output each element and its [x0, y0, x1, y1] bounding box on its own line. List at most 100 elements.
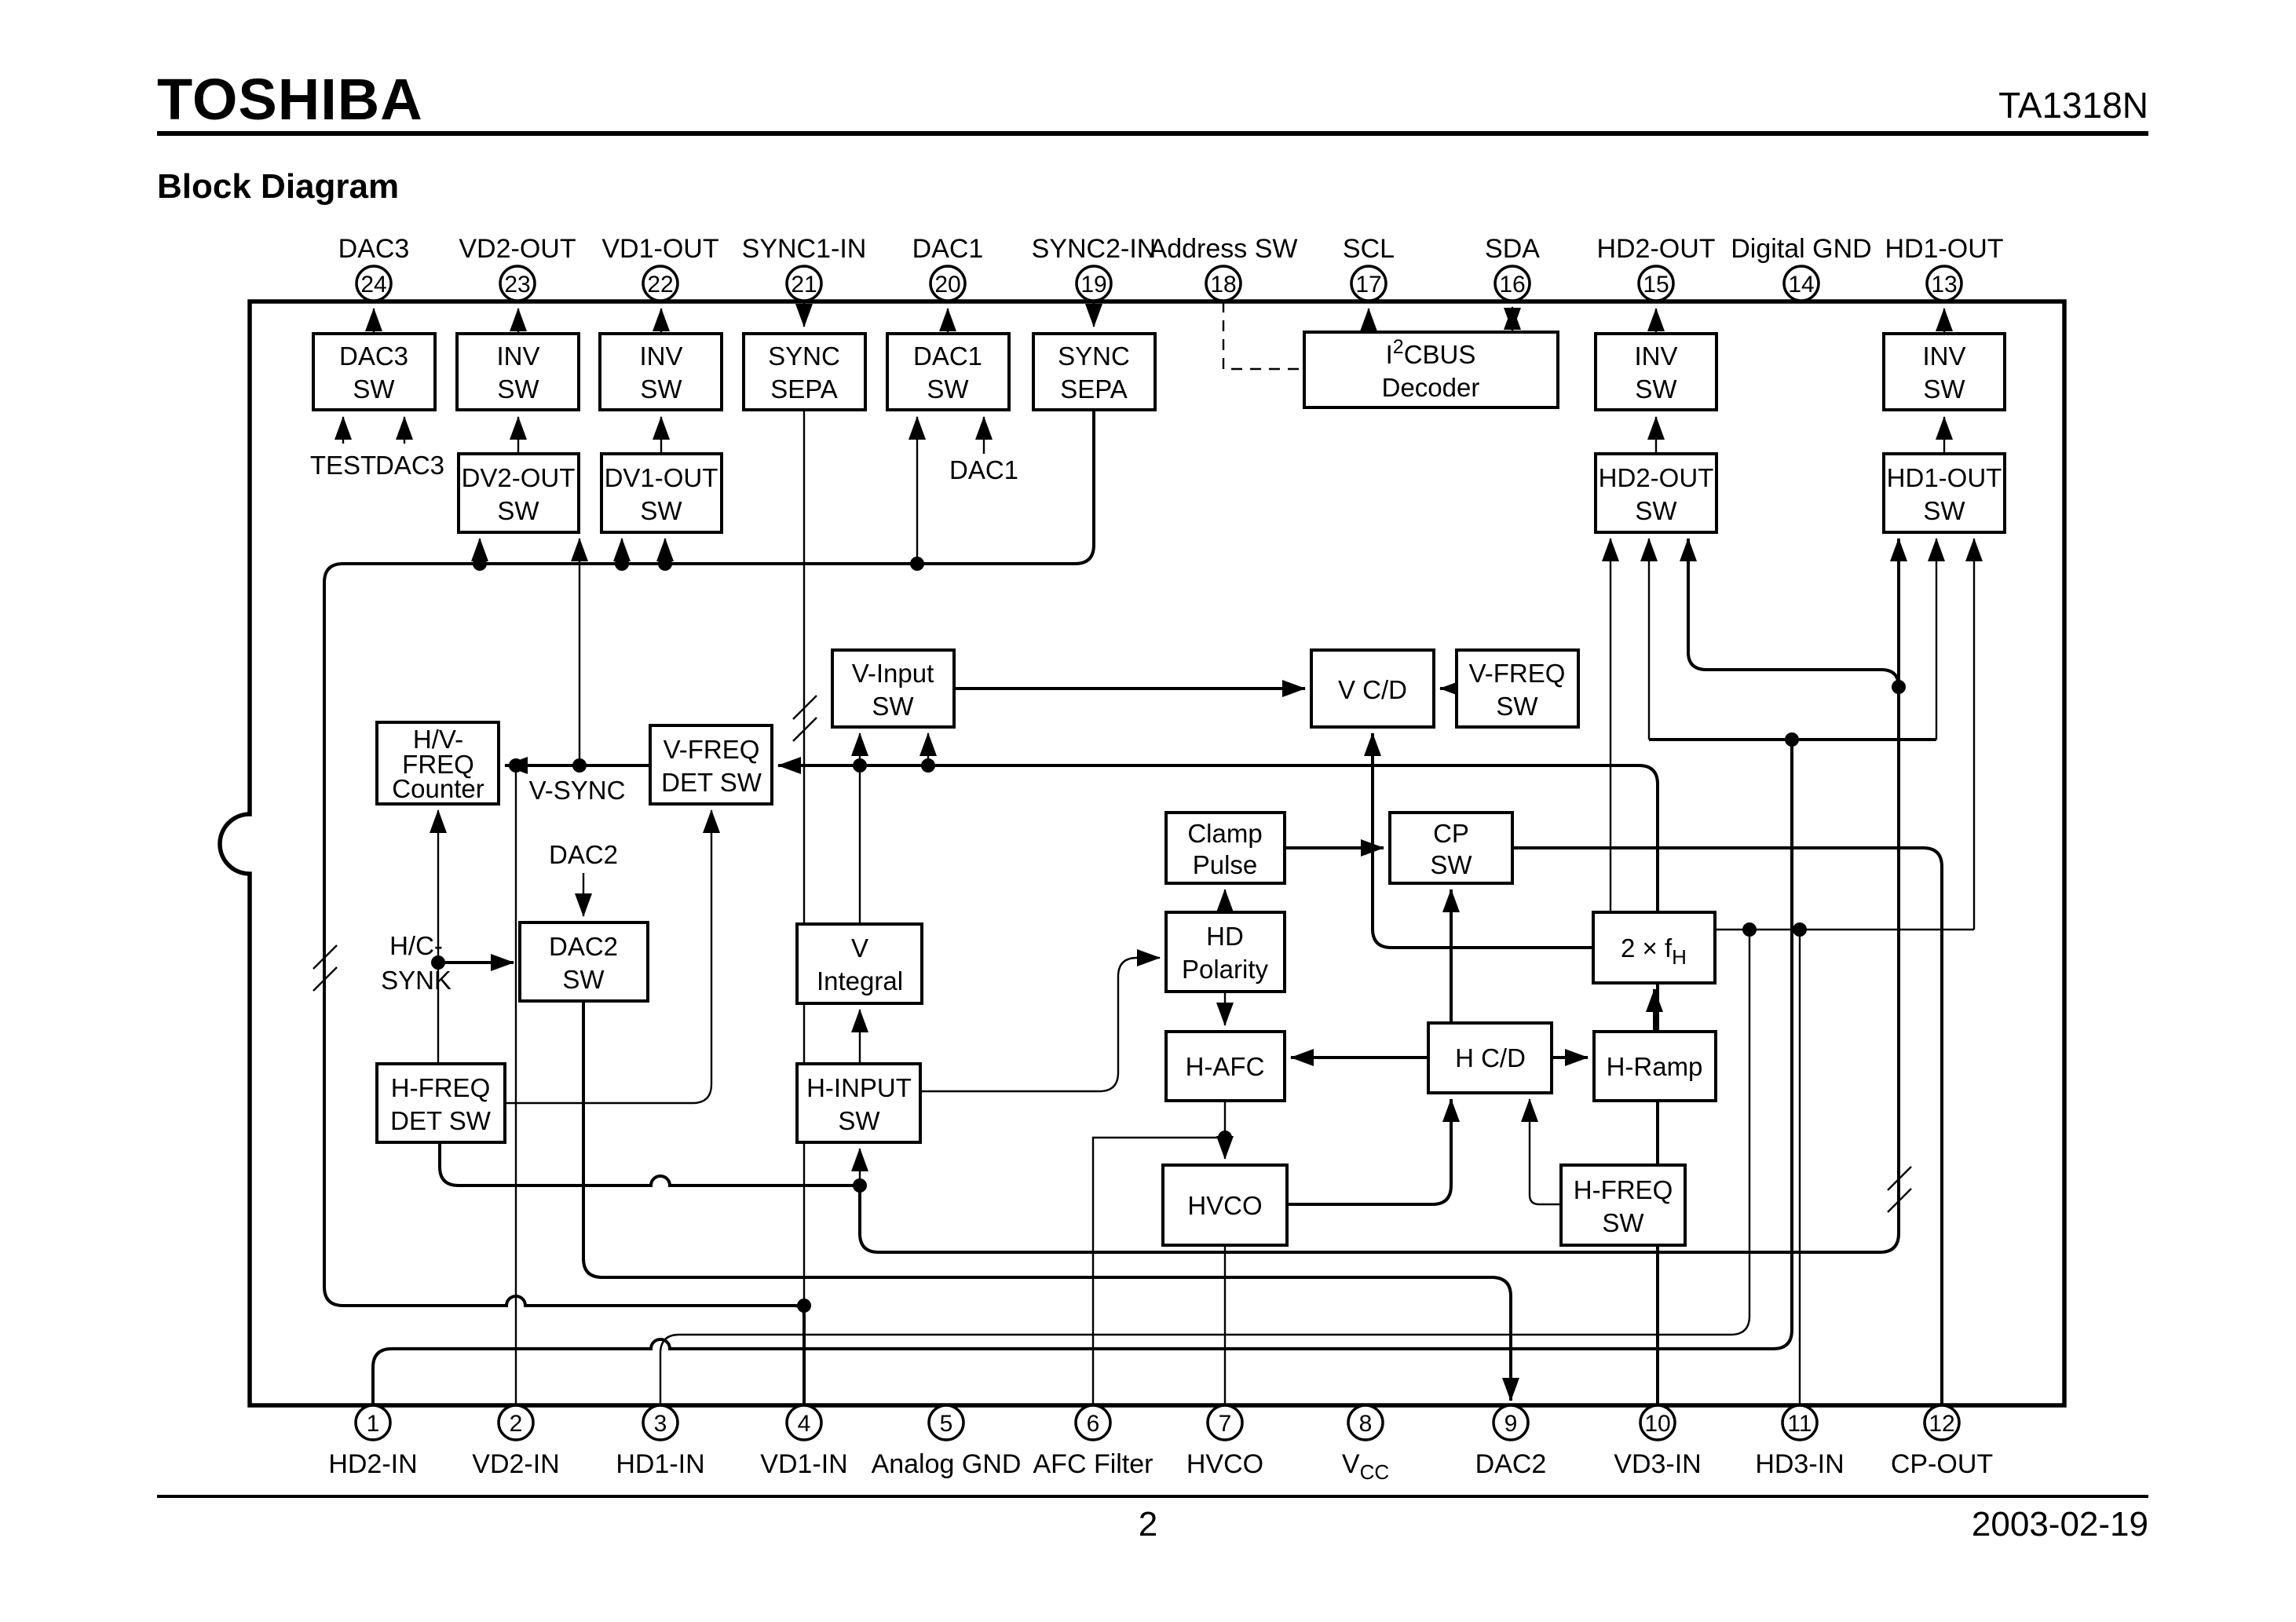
- svg-text:DET SW: DET SW: [390, 1106, 492, 1135]
- svg-text:DAC3: DAC3: [338, 234, 410, 264]
- svg-text:15: 15: [1643, 272, 1669, 298]
- svg-text:H/V-: H/V-: [413, 725, 463, 754]
- svg-text:DV1-OUT: DV1-OUT: [605, 463, 718, 492]
- svg-text:SW: SW: [1635, 374, 1677, 404]
- svg-text:SEPA: SEPA: [770, 374, 838, 404]
- svg-text:Clamp: Clamp: [1187, 819, 1262, 848]
- svg-text:VCC: VCC: [1342, 1449, 1389, 1484]
- pin-23: VD2-OUT 23: [459, 234, 576, 302]
- svg-text:2 × fH: 2 × fH: [1621, 933, 1687, 969]
- svg-text:INV: INV: [1634, 342, 1677, 371]
- svg-text:H-FREQ: H-FREQ: [391, 1073, 491, 1102]
- block-2xfh: 2 × fH: [1592, 911, 1717, 985]
- svg-text:VD2-OUT: VD2-OUT: [459, 234, 576, 264]
- svg-text:DET SW: DET SW: [661, 768, 762, 797]
- label-test: TEST: [310, 451, 376, 480]
- svg-text:VD1-IN: VD1-IN: [760, 1449, 847, 1479]
- svg-text:SW: SW: [1635, 496, 1677, 525]
- svg-text:V-Input: V-Input: [852, 659, 934, 688]
- block-v-integral: V Integral: [795, 922, 923, 1005]
- svg-text:SEPA: SEPA: [1060, 374, 1128, 404]
- svg-text:14: 14: [1788, 272, 1814, 298]
- svg-text:Pulse: Pulse: [1193, 850, 1258, 879]
- svg-text:19: 19: [1080, 272, 1106, 298]
- svg-text:SW: SW: [1430, 850, 1472, 879]
- toshiba-logo: TOSHIBA: [157, 67, 423, 132]
- svg-text:HD2-OUT: HD2-OUT: [1599, 463, 1714, 492]
- svg-text:I2CBUS: I2CBUS: [1386, 336, 1476, 369]
- svg-text:20: 20: [934, 272, 960, 298]
- svg-text:DAC2: DAC2: [1475, 1449, 1547, 1479]
- page-header: TOSHIBA TA1318N Block Diagram: [157, 67, 2148, 206]
- block-hd2-out-sw: HD2-OUT SW: [1594, 452, 1718, 534]
- svg-text:VD1-OUT: VD1-OUT: [601, 234, 718, 264]
- svg-text:HD1-OUT: HD1-OUT: [1887, 463, 2002, 492]
- label-v-sync: V-SYNC: [529, 776, 626, 805]
- svg-text:DAC2: DAC2: [549, 932, 618, 961]
- svg-text:HD: HD: [1206, 922, 1244, 951]
- svg-text:4: 4: [798, 1411, 811, 1437]
- svg-text:SYNC1-IN: SYNC1-IN: [742, 234, 867, 264]
- svg-text:SDA: SDA: [1485, 234, 1540, 264]
- page-date: 2003-02-19: [1972, 1505, 2148, 1543]
- svg-text:SW: SW: [927, 374, 969, 404]
- svg-text:VD3-IN: VD3-IN: [1614, 1449, 1701, 1479]
- svg-text:SW: SW: [872, 692, 914, 721]
- svg-text:DV2-OUT: DV2-OUT: [462, 463, 576, 492]
- part-number: TA1318N: [1998, 85, 2148, 126]
- svg-text:SW: SW: [562, 965, 605, 994]
- svg-text:12: 12: [1929, 1411, 1954, 1437]
- svg-text:SW: SW: [497, 496, 539, 525]
- svg-text:V: V: [851, 933, 868, 963]
- svg-text:SCL: SCL: [1343, 234, 1395, 264]
- svg-text:HD2-OUT: HD2-OUT: [1596, 234, 1715, 264]
- svg-text:Counter: Counter: [392, 774, 484, 803]
- svg-text:23: 23: [504, 272, 530, 298]
- svg-text:H-FREQ: H-FREQ: [1574, 1175, 1673, 1204]
- label-dac1: DAC1: [949, 455, 1018, 484]
- svg-text:HD1-OUT: HD1-OUT: [1885, 234, 2003, 264]
- svg-text:SW: SW: [838, 1106, 880, 1135]
- svg-text:H-INPUT: H-INPUT: [806, 1073, 912, 1102]
- svg-text:3: 3: [654, 1411, 667, 1437]
- svg-text:13: 13: [1931, 272, 1957, 298]
- label-hc-synk-1: H/C-: [389, 931, 443, 960]
- svg-text:HVCO: HVCO: [1186, 1449, 1263, 1479]
- block-v-cd: V C/D: [1310, 648, 1435, 729]
- svg-text:HD1-IN: HD1-IN: [616, 1449, 704, 1479]
- svg-text:Integral: Integral: [817, 966, 903, 995]
- block-dv2-out-sw: DV2-OUT SW: [457, 452, 580, 534]
- svg-text:10: 10: [1644, 1411, 1670, 1437]
- pin-13: HD1-OUT 13: [1885, 234, 2004, 302]
- chip-outline: [218, 299, 2067, 1408]
- inline-labels: TEST DAC3 DAC1 V-SYNC DAC2 H/C- SYNK: [310, 451, 1018, 995]
- svg-text:HD2-IN: HD2-IN: [328, 1449, 417, 1479]
- svg-text:INV: INV: [496, 342, 539, 371]
- block-i2cbus-decoder: I2CBUS Decoder: [1303, 331, 1559, 409]
